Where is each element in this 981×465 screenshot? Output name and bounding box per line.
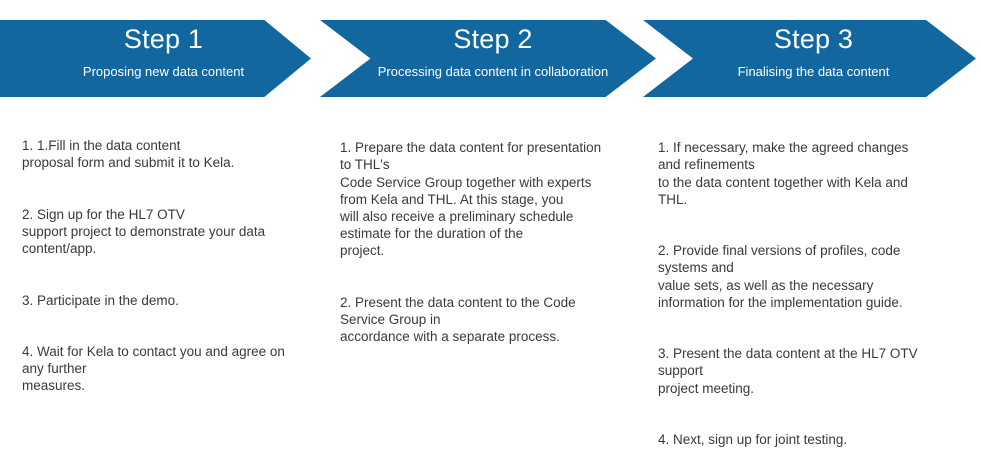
process-step-banner-2: Step 2 Processing data content in collab…: [320, 20, 656, 97]
process-step-1-item: 1. 1.Fill in the data content proposal f…: [22, 138, 235, 171]
process-step-banner-2-content: Step 2 Processing data content in collab…: [320, 20, 656, 97]
process-step-1-item: 3. Participate in the demo.: [22, 292, 179, 308]
process-step-1-details: 1. 1.Fill in the data content proposal f…: [22, 120, 314, 412]
process-step-3-title: Step 3: [773, 24, 854, 54]
process-step-banner-3: Step 3 Finalising the data content: [643, 20, 976, 97]
process-step-2-item: 2. Present the data content to the Code …: [340, 294, 576, 345]
process-step-banner-3-content: Step 3 Finalising the data content: [643, 20, 976, 97]
process-step-2-subtitle: Processing data content in collaboration: [377, 64, 609, 79]
process-step-1-item: 2. Sign up for the HL7 OTV support proje…: [22, 206, 266, 257]
process-step-banner-1: Step 1 Proposing new data content: [0, 20, 311, 97]
process-step-3-details: 1. If necessary, make the agreed changes…: [658, 122, 946, 465]
process-step-1-item: 4. Wait for Kela to contact you and agre…: [22, 344, 285, 394]
process-step-banner-1-content: Step 1 Proposing new data content: [0, 20, 311, 97]
process-step-3-subtitle: Finalising the data content: [737, 64, 890, 79]
process-step-1-title: Step 1: [123, 24, 204, 54]
process-step-1-subtitle: Proposing new data content: [82, 64, 245, 79]
process-banner-strip: Step 1 Proposing new data content Step 2…: [0, 0, 981, 110]
process-step-2-details: 1. Prepare the data content for presenta…: [340, 122, 625, 363]
process-detail-columns: 1. 1.Fill in the data content proposal f…: [0, 110, 981, 447]
process-step-3-item: 1. If necessary, make the agreed changes…: [658, 140, 909, 207]
process-step-3-item: 3. Present the data content at the HL7 O…: [658, 346, 918, 396]
process-step-2-title: Step 2: [453, 24, 533, 54]
process-step-3-item: 2. Provide final versions of profiles, c…: [658, 243, 903, 310]
process-step-2-item: 1. Prepare the data content for presenta…: [340, 140, 602, 259]
process-step-3-item: 4. Next, sign up for joint testing.: [658, 432, 848, 448]
